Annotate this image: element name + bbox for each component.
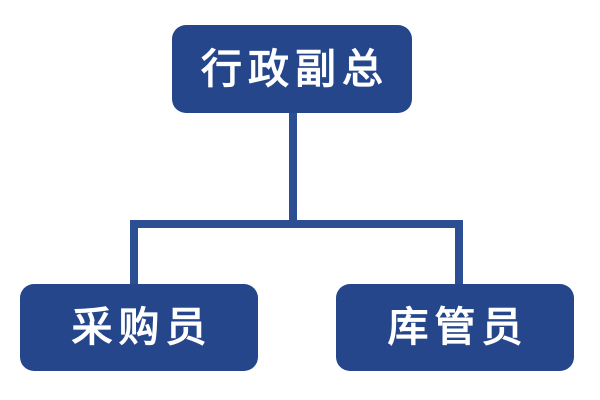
connector-root-stem bbox=[289, 110, 297, 225]
connector-left-drop bbox=[130, 220, 138, 288]
connector-right-drop bbox=[455, 220, 463, 288]
org-node-child-2[interactable]: 库管员 bbox=[336, 284, 574, 371]
connector-horizontal-bar bbox=[130, 220, 463, 228]
org-node-child-1-label: 采购员 bbox=[71, 303, 213, 351]
org-node-child-2-label: 库管员 bbox=[387, 303, 529, 351]
org-node-root-label: 行政副总 bbox=[201, 44, 389, 93]
org-node-root[interactable]: 行政副总 bbox=[172, 25, 412, 113]
org-node-child-1[interactable]: 采购员 bbox=[20, 284, 258, 371]
